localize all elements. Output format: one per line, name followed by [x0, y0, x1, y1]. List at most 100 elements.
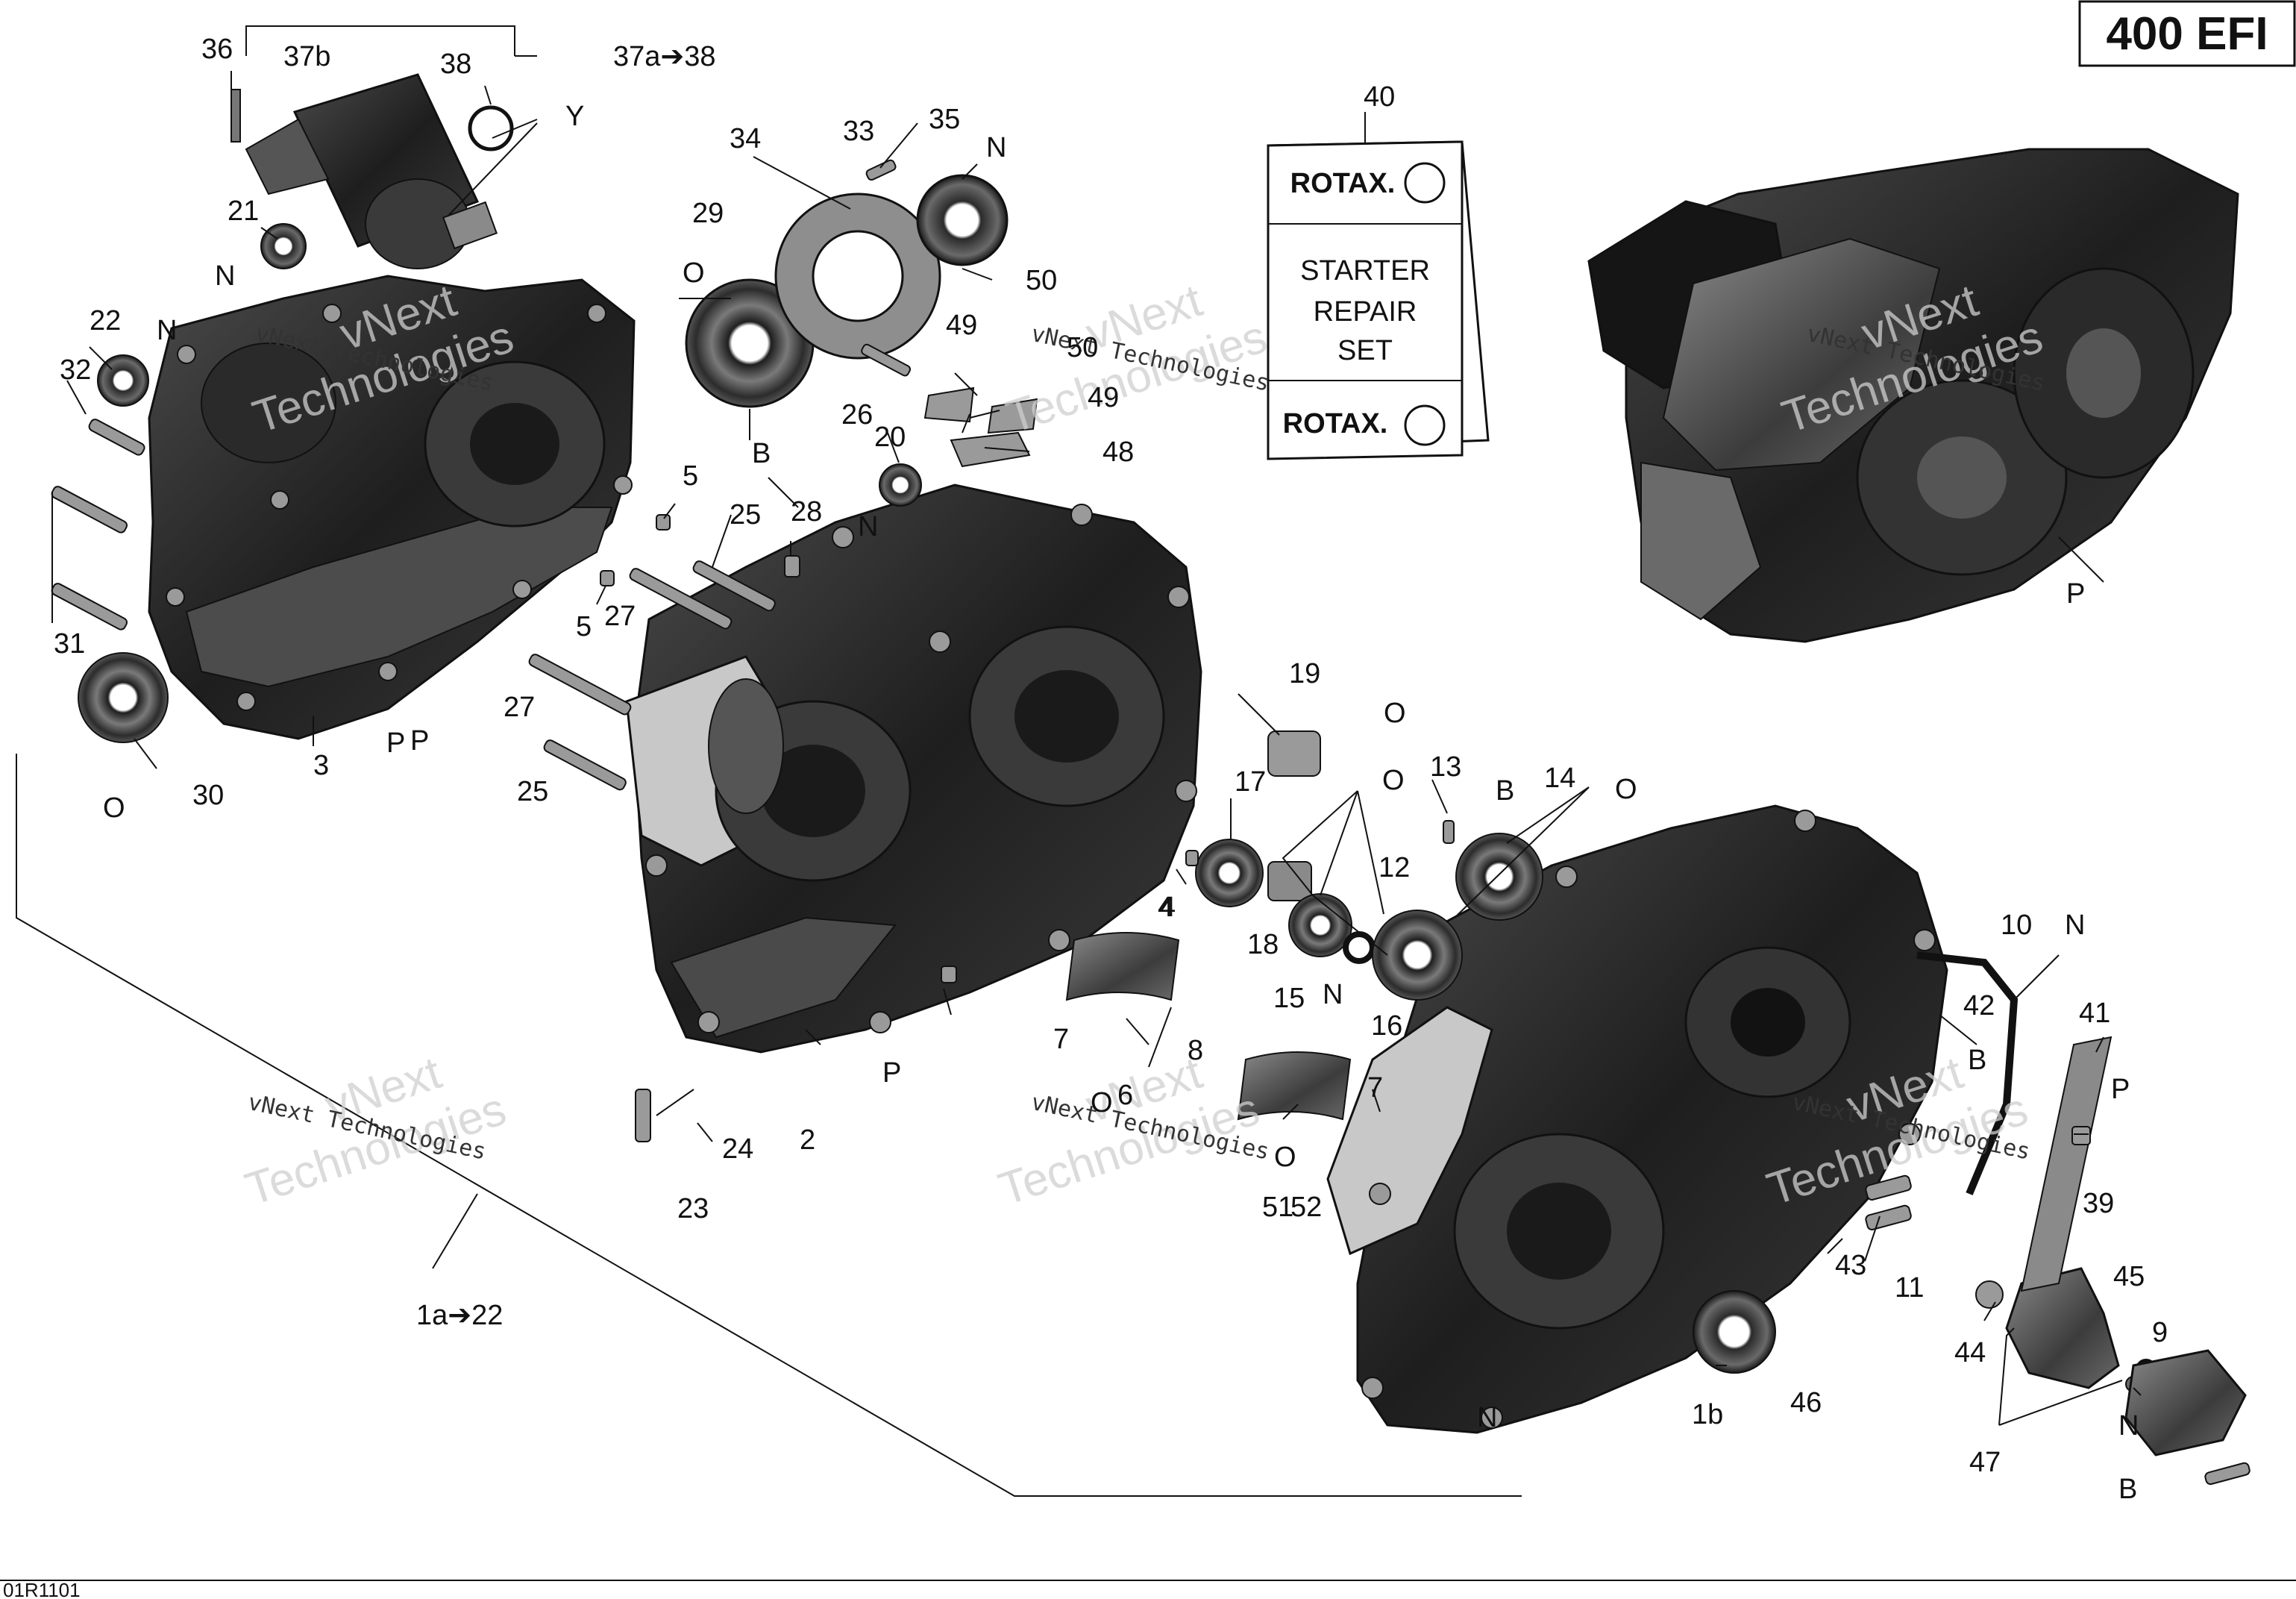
callout-label: 19 [1289, 658, 1320, 689]
callout-label: 43 [1835, 1250, 1866, 1281]
callout-label: B [1496, 775, 1514, 807]
callout-label: 50 [1026, 265, 1057, 296]
bracket-48 [950, 431, 1031, 468]
callout-label: B [752, 438, 771, 469]
clip-49b [987, 398, 1038, 434]
callout-label: 21 [228, 195, 259, 227]
callout-label: O [683, 257, 705, 289]
callout-label: 49 [1088, 382, 1119, 413]
bolt-39a [1865, 1174, 1912, 1201]
title-text: 400 EFI [2106, 8, 2268, 60]
dowel-5a [656, 514, 671, 531]
bearing-30 [78, 652, 169, 743]
callout-label: 28 [791, 496, 822, 528]
callout-label: P [2066, 578, 2085, 610]
callout-label: 45 [2113, 1261, 2145, 1292]
callout-label: 1a➔22 [416, 1300, 503, 1331]
starter-motor-37b [230, 73, 498, 269]
callout-label: 3 [313, 750, 329, 781]
cover-46 [2124, 1349, 2247, 1456]
callout-label: 1b [1692, 1399, 1723, 1430]
dowel-4b [941, 966, 957, 983]
bolt-31b [51, 583, 128, 630]
seal-21 [260, 223, 307, 269]
callout-label: 46 [1790, 1387, 1822, 1418]
callout-label: 22 [90, 305, 121, 337]
callout-label: 26 [841, 399, 873, 431]
callout-label: 40 [1364, 81, 1395, 113]
callout-label: 27 [604, 601, 636, 632]
callout-label: N [157, 315, 177, 346]
footer-code: 01R1101 [3, 1579, 81, 1599]
bearing-17 [1195, 839, 1264, 907]
callout-label: O [103, 792, 125, 824]
callout-label: 49 [946, 310, 977, 341]
callout-label: 34 [730, 123, 761, 154]
seal-20 [879, 463, 922, 507]
kit-line2: REPAIR [1314, 296, 1417, 328]
bolt-27a [629, 568, 733, 630]
screw-13 [1443, 820, 1455, 844]
bolt-39b [1865, 1204, 1912, 1230]
callout-label: 11 [1895, 1272, 1924, 1304]
bushing-18 [1267, 861, 1312, 901]
callout-label: 41 [2079, 998, 2110, 1029]
callout-label: 27 [504, 692, 535, 723]
callout-label: 32 [60, 354, 91, 386]
bolt-41 [2071, 1126, 2091, 1145]
title-box: 400 EFI [2078, 0, 2296, 67]
callout-label: B [1968, 1045, 1986, 1076]
kit-gauge-icon-bottom [1404, 404, 1446, 446]
callout-label: 44 [1954, 1337, 1986, 1368]
callout-label: 38 [440, 48, 471, 80]
callout-label: 16 [1371, 1010, 1402, 1042]
callout-label: 31 [54, 628, 85, 660]
callout-label: N [215, 260, 235, 292]
crankcase-center-2 [625, 484, 1202, 1054]
bearing-shell-7b [1237, 1051, 1352, 1121]
callout-label: P [2111, 1074, 2130, 1105]
crankcase-half-3 [148, 275, 636, 740]
callout-label: 48 [1102, 436, 1134, 468]
bolt-25b [543, 739, 627, 791]
bushing-11 [1975, 1280, 2004, 1309]
bolt-31a [51, 486, 128, 533]
bolt-25a [692, 560, 776, 612]
bearing-15 [1288, 893, 1352, 957]
callout-label: 52 [1290, 1192, 1322, 1223]
callout-label: O [1274, 1142, 1296, 1173]
callout-label: 6 [1117, 1080, 1133, 1111]
callout-label: B [2118, 1474, 2137, 1505]
kit-line1: STARTER [1300, 255, 1430, 287]
callout-label: 25 [517, 776, 548, 807]
bolt-26 [861, 343, 912, 377]
callout-label: 4 [1160, 892, 1176, 923]
bearing-shell-7 [1065, 932, 1180, 1001]
bolt-47 [2204, 1462, 2250, 1486]
callout-label: P [386, 727, 405, 759]
callout-label: 7 [1367, 1072, 1383, 1104]
callout-label: 5 [683, 460, 698, 492]
callout-label: 8 [1188, 1035, 1203, 1066]
callout-label: 37b [283, 41, 330, 72]
callout-label: P [882, 1057, 901, 1089]
callout-label: 39 [2083, 1188, 2114, 1219]
callout-label: 14 [1544, 763, 1575, 794]
callout-label: 9 [2152, 1317, 2168, 1348]
callout-label: 10 [2001, 910, 2032, 941]
callout-label: 4 [1158, 892, 1173, 923]
starter-repair-kit-51: ROTAX. STARTER REPAIR SET ROTAX. [1267, 140, 1490, 460]
callout-label: 12 [1378, 852, 1410, 883]
bolt-23 [635, 1089, 651, 1142]
callout-label: 13 [1430, 751, 1461, 783]
stud-28 [784, 555, 800, 578]
starter-drive-43 [2005, 1267, 2120, 1389]
callout-label: 36 [201, 34, 233, 65]
ring-16 [1343, 931, 1376, 964]
callout-label: 17 [1235, 766, 1266, 798]
bolt-27b [528, 654, 632, 716]
callout-label: 35 [929, 104, 960, 135]
crankcase-cover-1b [1326, 804, 1948, 1434]
